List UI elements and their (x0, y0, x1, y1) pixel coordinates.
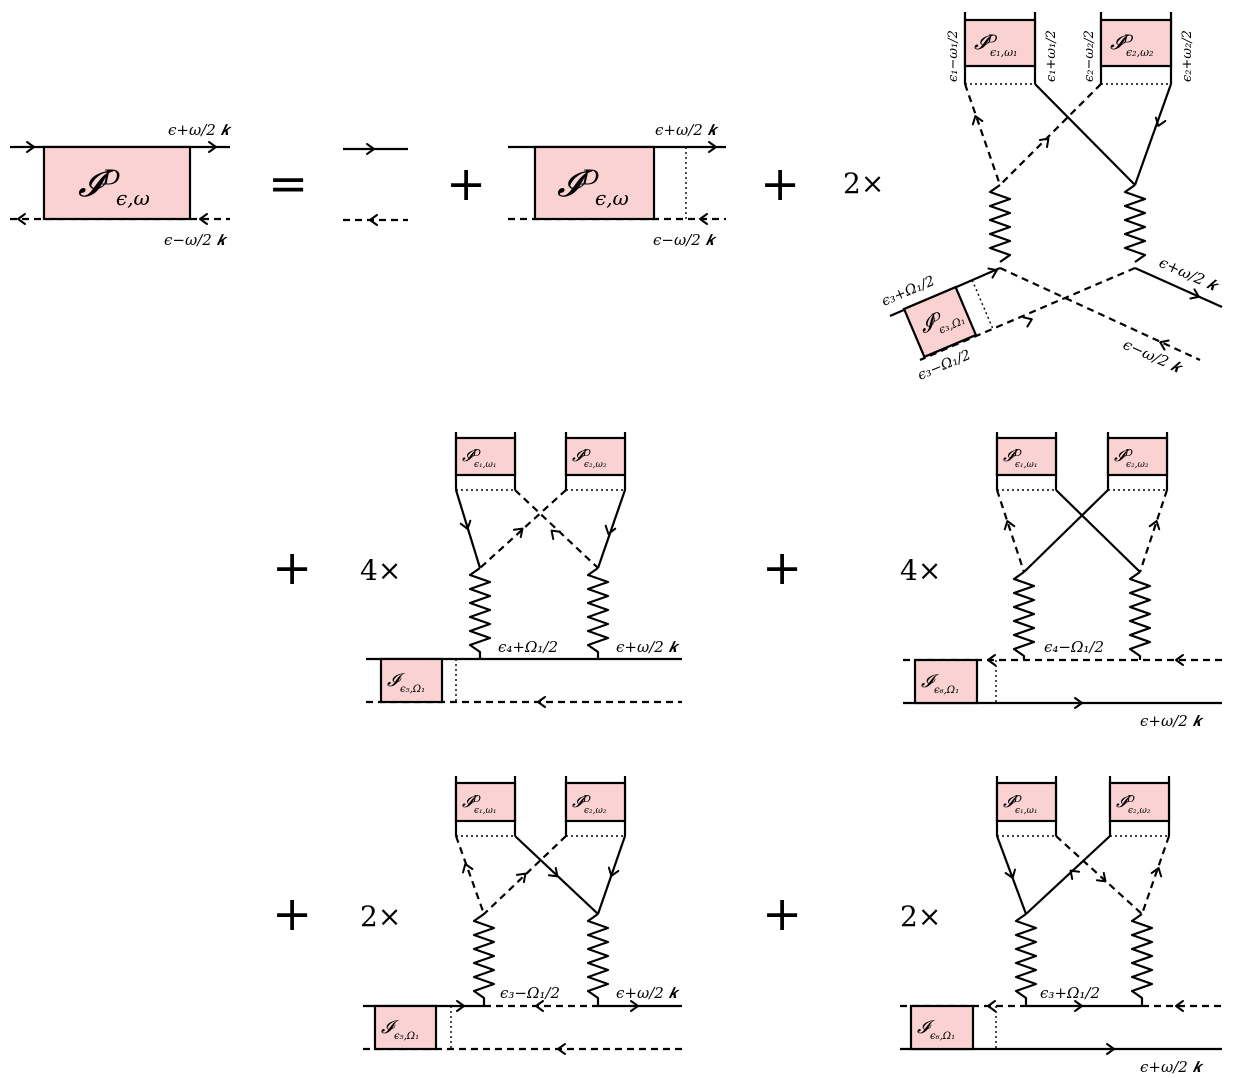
plus-sign: + (272, 886, 312, 942)
label-e-minus-w2-k: ϵ−ω/2 𝒌 (164, 231, 229, 249)
multiplier-2: 2× (360, 900, 401, 933)
arrow-icon (537, 696, 546, 708)
lhs-box-label: 𝓘ᴰ (78, 164, 121, 205)
term-4-diagram: 𝓘ᴰ ϵ₁,ω₁ 𝓘ᴰ ϵ₂,ω₂ 𝓘 ϵ₆,Ω₁ ϵ₄−Ω₁/2 ϵ+ω/2 … (903, 432, 1222, 730)
multiplier-2: 2× (900, 900, 941, 933)
box-e1w1-sub: ϵ₁,ω₁ (474, 806, 496, 816)
term-5-diagram: 𝓘ᴰ ϵ₁,ω₁ 𝓘ᴰ ϵ₂,ω₂ 𝓘 ϵ₅,Ω₁ ϵ₃−Ω₁/2 ϵ+ω/2 … (363, 776, 682, 1055)
term-1-ladder: 𝓘ᴰ ϵ,ω ϵ+ω/2 𝒌 ϵ−ω/2 𝒌 (508, 121, 726, 249)
box-e2w2-sub: ϵ₂,ω₂ (584, 806, 607, 816)
box-e2w2-sub: ϵ₂,ω₂ (1126, 46, 1153, 59)
label-e4-plus-O1: ϵ₄+Ω₁/2 (498, 638, 558, 656)
label-e-plus-w2-k: ϵ+ω/2 𝒌 (616, 638, 681, 656)
box-e2w2-sub: ϵ₂,ω₂ (1128, 806, 1151, 816)
bare-propagators (343, 143, 408, 226)
box-e6O1-sub: ϵ₆,Ω₁ (934, 685, 959, 696)
box-e6O1-sub: ϵ₆,Ω₁ (930, 1031, 955, 1042)
box-e2w2-label: 𝓘ᴰ (1114, 446, 1133, 465)
box-e5O1-sub: ϵ₅,Ω₁ (400, 684, 425, 695)
box-e1w1-sub: ϵ₁,ω₁ (1015, 806, 1037, 816)
arrow-icon (602, 524, 617, 537)
box-e1w1-label: 𝓘ᴰ (1003, 446, 1022, 465)
label-e4-minus-O1: ϵ₄−Ω₁/2 (1044, 638, 1104, 656)
lhs-box-sub: ϵ,ω (116, 186, 150, 210)
arrow-icon (547, 525, 562, 541)
box-e2w2-sub: ϵ₂,ω₂ (1126, 460, 1149, 470)
label-e1-minus-w1: ϵ₁−ω₁/2 (946, 30, 961, 82)
label-e-minus-w2-k: ϵ−ω/2 𝒌 (653, 231, 718, 249)
plus-sign: + (446, 156, 486, 212)
box-e1w1-label: 𝓘ᴰ (974, 30, 998, 54)
multiplier-4: 4× (360, 554, 401, 587)
box-e5O1-sub: ϵ₅,Ω₁ (394, 1031, 419, 1042)
arrow-icon (1038, 134, 1053, 149)
term1-box-label: 𝓘ᴰ (557, 164, 600, 205)
label-e1-plus-w1: ϵ₁+ω₁/2 (1044, 30, 1059, 82)
plus-sign: + (760, 156, 800, 212)
box-e1w1-sub: ϵ₁,ω₁ (474, 460, 496, 470)
multiplier-2: 2× (843, 167, 884, 200)
plus-sign: + (762, 540, 802, 596)
label-e-plus-w2-k: ϵ+ω/2 𝒌 (1156, 253, 1222, 296)
label-e-plus-w2-k: ϵ+ω/2 𝒌 (1140, 1058, 1205, 1076)
label-e-plus-w2-k: ϵ+ω/2 𝒌 (168, 121, 233, 139)
arrow-icon (535, 1000, 544, 1012)
box-e2w2-label: 𝓘ᴰ (1116, 792, 1135, 811)
multiplier-4: 4× (900, 554, 941, 587)
arrow-icon (987, 1000, 996, 1012)
arrow-icon (459, 861, 474, 874)
label-e-plus-w2-k: ϵ+ω/2 𝒌 (616, 984, 681, 1002)
box-e1w1-sub: ϵ₁,ω₁ (990, 46, 1017, 59)
term1-box-sub: ϵ,ω (595, 186, 629, 210)
term-6-diagram: 𝓘ᴰ ϵ₁,ω₁ 𝓘ᴰ ϵ₂,ω₂ 𝓘 ϵ₆,Ω₁ ϵ₃+Ω₁/2 ϵ+ω/2 … (900, 776, 1222, 1076)
plus-sign: + (272, 540, 312, 596)
label-e3-plus-O1: ϵ₃+Ω₁/2 (1040, 984, 1100, 1002)
equals-sign: = (268, 156, 308, 212)
label-e-plus-w2-k: ϵ+ω/2 𝒌 (1140, 712, 1205, 730)
label-e2-minus-w2: ϵ₂−ω₂/2 (1082, 30, 1097, 82)
box-e2w2-label: 𝓘ᴰ (572, 446, 591, 465)
lhs-vertex: 𝓘ᴰ ϵ,ω ϵ+ω/2 𝒌 ϵ−ω/2 𝒌 (10, 121, 233, 249)
label-e-plus-w2-k: ϵ+ω/2 𝒌 (655, 121, 720, 139)
term-2-diagram: 𝓘ᴰ ϵ₁,ω₁ 𝓘ᴰ ϵ₂,ω₂ ϵ₁−ω₁/2 ϵ₁+ω₁/2 ϵ₂−ω₂/… (879, 12, 1223, 384)
box-e1w1-sub: ϵ₁,ω₁ (1015, 460, 1037, 470)
label-e2-plus-w2: ϵ₂+ω₂/2 (1180, 30, 1195, 82)
box-e1w1-label: 𝓘ᴰ (1003, 792, 1022, 811)
term-3-diagram: 𝓘ᴰ ϵ₁,ω₁ 𝓘ᴰ ϵ₂,ω₂ 𝓘 ϵ₅,Ω₁ ϵ₄+Ω₁/2 ϵ+ω/2 … (366, 432, 682, 708)
box-e2w2-label: 𝓘ᴰ (572, 792, 591, 811)
box-e1w1-label: 𝓘ᴰ (462, 792, 481, 811)
plus-sign: + (762, 886, 802, 942)
box-e2w2-label: 𝓘ᴰ (1110, 30, 1134, 54)
label-e-minus-w2-k: ϵ−ω/2 𝒌 (1120, 335, 1186, 378)
box-e2w2-sub: ϵ₂,ω₂ (584, 460, 607, 470)
label-e3-minus-O1: ϵ₃−Ω₁/2 (500, 984, 560, 1002)
box-e1w1-label: 𝓘ᴰ (462, 446, 481, 465)
arrow-icon (1022, 313, 1035, 328)
